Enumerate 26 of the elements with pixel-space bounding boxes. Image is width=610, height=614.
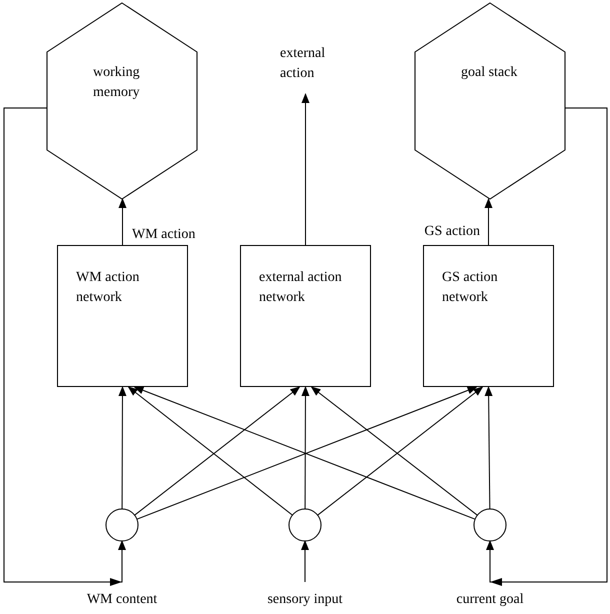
- arrow: [302, 93, 310, 246]
- circle-node: [288, 508, 322, 542]
- arrow: [301, 386, 310, 510]
- arrow: [484, 386, 493, 510]
- box-label: external action network: [259, 269, 343, 307]
- hexagon-label: working memory: [93, 64, 141, 102]
- circle-node: [474, 508, 506, 542]
- circle-node: [106, 508, 138, 542]
- input-label: current goal: [456, 591, 524, 609]
- box-label: GS action network: [442, 269, 499, 307]
- arrow: [4, 108, 126, 582]
- network-box: [57, 245, 188, 387]
- network-box: [423, 245, 554, 387]
- arrow: [118, 198, 126, 246]
- input-label: sensory input: [267, 591, 343, 609]
- hexagon-label: goal stack: [461, 64, 518, 82]
- network-box: [240, 245, 371, 387]
- arrow: [118, 386, 126, 510]
- input-label: WM content: [86, 591, 158, 609]
- arrow: [301, 540, 309, 582]
- box-label: WM action network: [76, 269, 140, 307]
- hexagon-node: [46, 2, 198, 200]
- arrow: [486, 108, 608, 582]
- hexagon-node: [414, 2, 566, 200]
- arrow: [484, 198, 492, 246]
- output-label: external action: [280, 44, 350, 84]
